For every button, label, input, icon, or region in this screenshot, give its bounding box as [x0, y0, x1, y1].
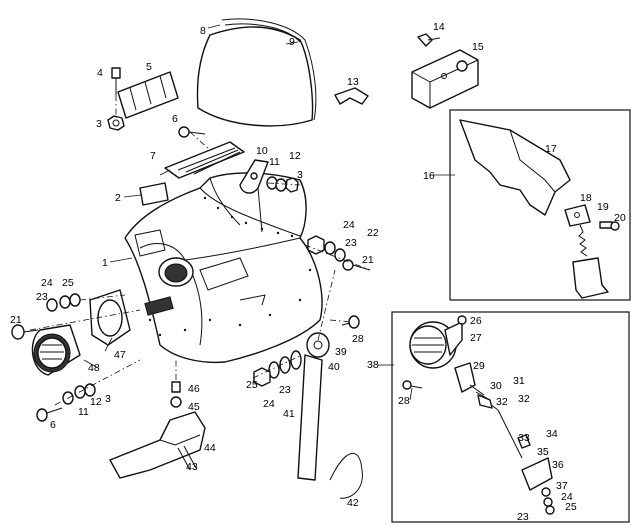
cowling-body [124, 172, 323, 364]
callout-26: 26 [470, 315, 482, 327]
bolt-and-nut [107, 67, 125, 131]
callout-32: 32 [496, 396, 508, 408]
lower-mount [109, 381, 206, 479]
callout-10: 10 [256, 145, 268, 157]
callout-41: 41 [283, 408, 295, 420]
callout-40: 40 [328, 361, 340, 373]
callout-13: 13 [347, 76, 359, 88]
detail-box-16 [449, 109, 631, 301]
callout-12: 12 [90, 396, 102, 408]
callout-11: 11 [78, 406, 89, 418]
callout-18: 18 [580, 192, 592, 204]
foot-step [564, 204, 620, 299]
callout-45: 45 [188, 401, 200, 413]
cowling-rivets [148, 196, 312, 337]
callout-48: 48 [88, 362, 100, 374]
callout-47: 47 [114, 349, 126, 361]
callout-42: 42 [347, 497, 359, 509]
work-light [409, 315, 467, 369]
callout-37: 37 [556, 480, 568, 492]
callout-44: 44 [204, 442, 216, 454]
callout-4: 4 [97, 67, 103, 79]
clip [334, 87, 369, 105]
callout-31: 31 [513, 375, 525, 387]
callout-23: 23 [517, 511, 529, 523]
callout-17: 17 [545, 143, 557, 155]
screw [178, 126, 206, 138]
callout-8: 8 [200, 25, 206, 37]
callout-29: 29 [473, 360, 485, 372]
callout-30: 30 [490, 380, 502, 392]
callout-23: 23 [345, 237, 357, 249]
callout-24: 24 [343, 219, 355, 231]
headlight-left [31, 324, 81, 376]
callout-32: 32 [518, 393, 530, 405]
callout-9: 9 [289, 36, 295, 48]
callout-24: 24 [41, 277, 53, 289]
callout-25: 25 [565, 501, 577, 513]
callout-34: 34 [546, 428, 558, 440]
light-stand [402, 362, 555, 515]
callout-6: 6 [172, 113, 178, 125]
callout-6: 6 [50, 419, 56, 431]
assembly-axes [29, 95, 371, 406]
callout-38: 38 [367, 359, 379, 371]
callout-25: 25 [246, 379, 258, 391]
callout-28: 28 [398, 395, 410, 407]
callout-21: 21 [10, 314, 22, 326]
windshield [196, 18, 317, 127]
callout-27: 27 [470, 332, 482, 344]
callout-24: 24 [561, 491, 573, 503]
fender-guard [459, 119, 571, 216]
callout-46: 46 [188, 383, 200, 395]
bracket-hole [250, 172, 258, 180]
callout-3: 3 [96, 118, 102, 130]
callout-21: 21 [362, 254, 374, 266]
callout-3: 3 [105, 393, 111, 405]
callout-16: 16 [423, 170, 435, 182]
callout-12: 12 [289, 150, 301, 162]
cover-plate [139, 182, 169, 206]
callout-20: 20 [614, 212, 626, 224]
support-rod [253, 315, 363, 499]
callout-15: 15 [472, 41, 484, 53]
callout-14: 14 [433, 21, 445, 33]
callout-3: 3 [297, 169, 303, 181]
mirror-bracket [411, 33, 479, 109]
left-fasteners [11, 293, 96, 422]
callout-labels: 1 2 3 3 3 4 5 6 6 7 8 9 10 11 11 12 12 1… [10, 21, 626, 523]
callout-39: 39 [335, 346, 347, 358]
callout-36: 36 [552, 459, 564, 471]
right-fasteners [307, 235, 371, 271]
callout-22: 22 [367, 227, 379, 239]
callout-1: 1 [102, 257, 108, 269]
callout-23: 23 [36, 291, 48, 303]
callout-11: 11 [269, 156, 280, 168]
detail-box-38 [391, 311, 630, 523]
callout-28: 28 [352, 333, 364, 345]
callout-43: 43 [186, 461, 198, 473]
callout-2: 2 [115, 192, 121, 204]
callout-24: 24 [263, 398, 275, 410]
callout-23: 23 [279, 384, 291, 396]
headlight-ring [89, 289, 131, 346]
vent-grille [164, 141, 245, 179]
callout-19: 19 [597, 201, 609, 213]
callout-25: 25 [62, 277, 74, 289]
top-grille [117, 71, 179, 119]
callout-7: 7 [150, 150, 156, 162]
callout-33: 33 [518, 432, 530, 444]
callout-35: 35 [537, 446, 549, 458]
callout-5: 5 [146, 61, 152, 73]
leader-lines [83, 24, 455, 401]
